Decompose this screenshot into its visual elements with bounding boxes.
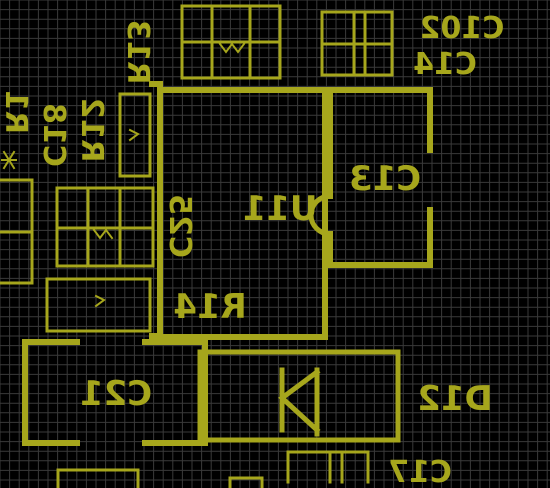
c21-outline[interactable] xyxy=(22,339,208,446)
label-c18: C18 xyxy=(36,103,71,167)
label-r14: R14 xyxy=(173,287,247,327)
footprint-left-edge[interactable] xyxy=(0,178,34,285)
mark-left-star xyxy=(1,150,17,170)
label-c102: C102 xyxy=(420,11,505,46)
footprint-r14[interactable] xyxy=(45,277,152,333)
d12-outline[interactable] xyxy=(197,349,401,443)
label-r1: R1 xyxy=(0,90,33,134)
label-r12: R12 xyxy=(74,98,109,163)
label-c14: C14 xyxy=(413,47,477,82)
footprint-c102-c14[interactable] xyxy=(320,10,394,77)
footprint-bottom-mid[interactable] xyxy=(228,476,264,488)
footprint-left-middle[interactable] xyxy=(55,186,155,268)
footprint-bottom-left[interactable] xyxy=(56,468,140,488)
footprint-top-center[interactable] xyxy=(180,4,282,80)
label-d12: D12 xyxy=(417,379,493,419)
label-u11: U11 xyxy=(243,189,318,229)
label-r13: R13 xyxy=(120,20,155,85)
label-c25: C25 xyxy=(162,194,197,258)
label-c13: C13 xyxy=(349,159,421,199)
footprint-r12[interactable] xyxy=(118,92,152,178)
u11-outline[interactable] xyxy=(149,81,328,340)
c13-outline[interactable] xyxy=(308,87,433,268)
label-c17: C17 xyxy=(388,455,452,488)
label-c21: C21 xyxy=(80,374,152,414)
footprint-c17[interactable] xyxy=(286,450,370,484)
